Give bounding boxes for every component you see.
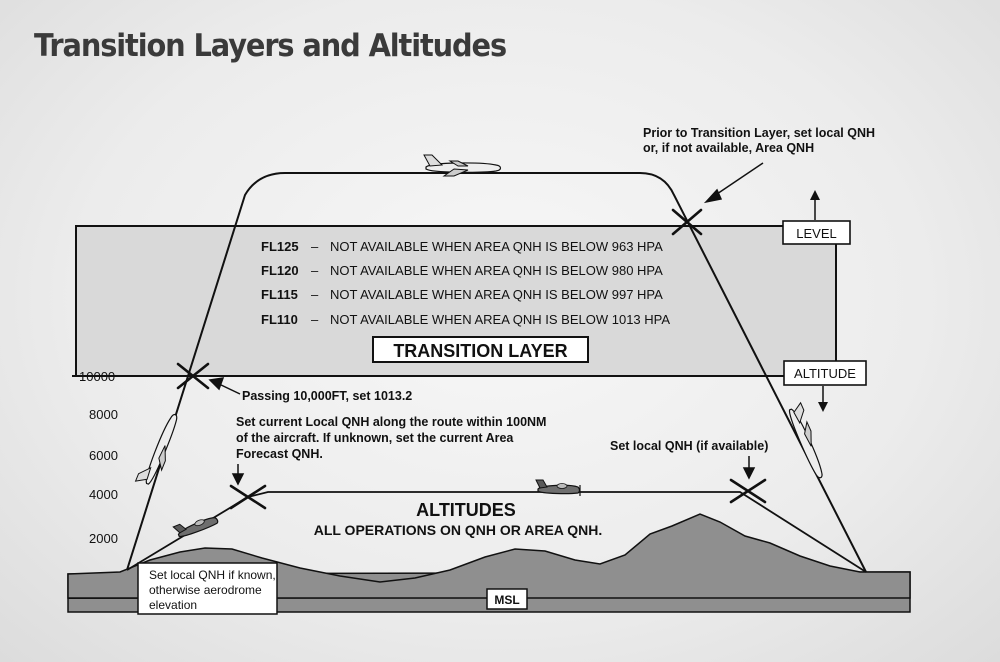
jet-cruise-icon <box>423 154 502 177</box>
transition-layer-label: TRANSITION LAYER <box>393 341 567 361</box>
msl-box <box>486 588 528 610</box>
flight-level-text: NOT AVAILABLE WHEN AREA QNH IS BELOW 101… <box>330 312 670 327</box>
flight-level-dash: – <box>311 239 319 254</box>
arrow-head-icon <box>703 188 723 204</box>
jet-climbing-icon <box>134 413 178 485</box>
flight-level-text: NOT AVAILABLE WHEN AREA QNH IS BELOW 963… <box>330 239 663 254</box>
note-line: Set current Local QNH along the route wi… <box>236 415 546 429</box>
note-line: Forecast QNH. <box>236 447 323 461</box>
flight-level-text: NOT AVAILABLE WHEN AREA QNH IS BELOW 997… <box>330 287 663 302</box>
aerodrome-note-box <box>137 562 278 615</box>
msl-label: MSL <box>494 593 519 607</box>
callout-arrows <box>208 162 764 486</box>
jet-descending-icon <box>788 401 823 479</box>
note-line: of the aircraft. If unknown, set the cur… <box>236 431 514 445</box>
altitude-tick-label: 10000 <box>79 369 115 384</box>
page-title: Transition Layers and Altitudes <box>34 28 507 64</box>
transition-layer-box <box>372 336 589 363</box>
level-up-arrow-icon <box>810 190 820 200</box>
level-box <box>782 220 851 245</box>
arrow-head-icon <box>742 467 756 480</box>
note-line: Prior to Transition Layer, set local QNH <box>643 126 875 140</box>
flight-profile-path <box>126 172 867 573</box>
cross-marker-icon <box>176 362 210 390</box>
arrow-head-icon <box>231 473 245 486</box>
note-line: or, if not available, Area QNH <box>643 141 814 155</box>
altitude-box <box>783 360 867 386</box>
cross-marker-icon <box>671 208 703 236</box>
setting-change-markers <box>176 208 767 510</box>
altitudes-heading: ALTITUDES <box>416 500 516 520</box>
altitude-tick-label: 6000 <box>89 448 118 463</box>
altitude-box-label: ALTITUDE <box>794 366 856 381</box>
altitude-down-arrow-icon <box>818 402 828 412</box>
light-aircraft-climbing-icon <box>172 517 219 537</box>
altitudes-subheading: ALL OPERATIONS ON QNH OR AREA QNH. <box>314 522 603 538</box>
level-box-label: LEVEL <box>796 226 836 241</box>
flight-level-code: FL120 <box>261 263 299 278</box>
note-passing-10000: Passing 10,000FT, set 1013.2 <box>242 389 412 403</box>
flight-level-code: FL125 <box>261 239 299 254</box>
cross-marker-icon <box>229 484 267 510</box>
cross-marker-icon <box>729 478 767 504</box>
terrain <box>67 513 911 599</box>
note-set-local-if-available: Set local QNH (if available) <box>610 439 768 453</box>
note-set-current-local: Set current Local QNH along the route wi… <box>236 415 546 461</box>
flight-level-list: FL125 – NOT AVAILABLE WHEN AREA QNH IS B… <box>261 239 670 327</box>
flight-level-text: NOT AVAILABLE WHEN AREA QNH IS BELOW 980… <box>330 263 663 278</box>
flight-level-dash: – <box>311 312 319 327</box>
flight-level-dash: – <box>311 287 319 302</box>
altitude-scale: 10000 8000 6000 4000 2000 <box>79 369 118 546</box>
flight-level-code: FL115 <box>261 287 298 302</box>
flight-level-code: FL110 <box>261 312 298 327</box>
flight-level-dash: – <box>311 263 319 278</box>
note-line: elevation <box>149 598 197 612</box>
altitude-tick-label: 8000 <box>89 407 118 422</box>
altitude-tick-label: 2000 <box>89 531 118 546</box>
light-aircraft-level-icon <box>535 479 581 496</box>
arrow-head-icon <box>208 377 225 391</box>
altitude-tick-label: 4000 <box>89 487 118 502</box>
note-line: otherwise aerodrome <box>149 583 262 597</box>
note-line: Set local QNH if known, <box>149 568 276 582</box>
note-prior-transition: Prior to Transition Layer, set local QNH… <box>643 126 875 155</box>
